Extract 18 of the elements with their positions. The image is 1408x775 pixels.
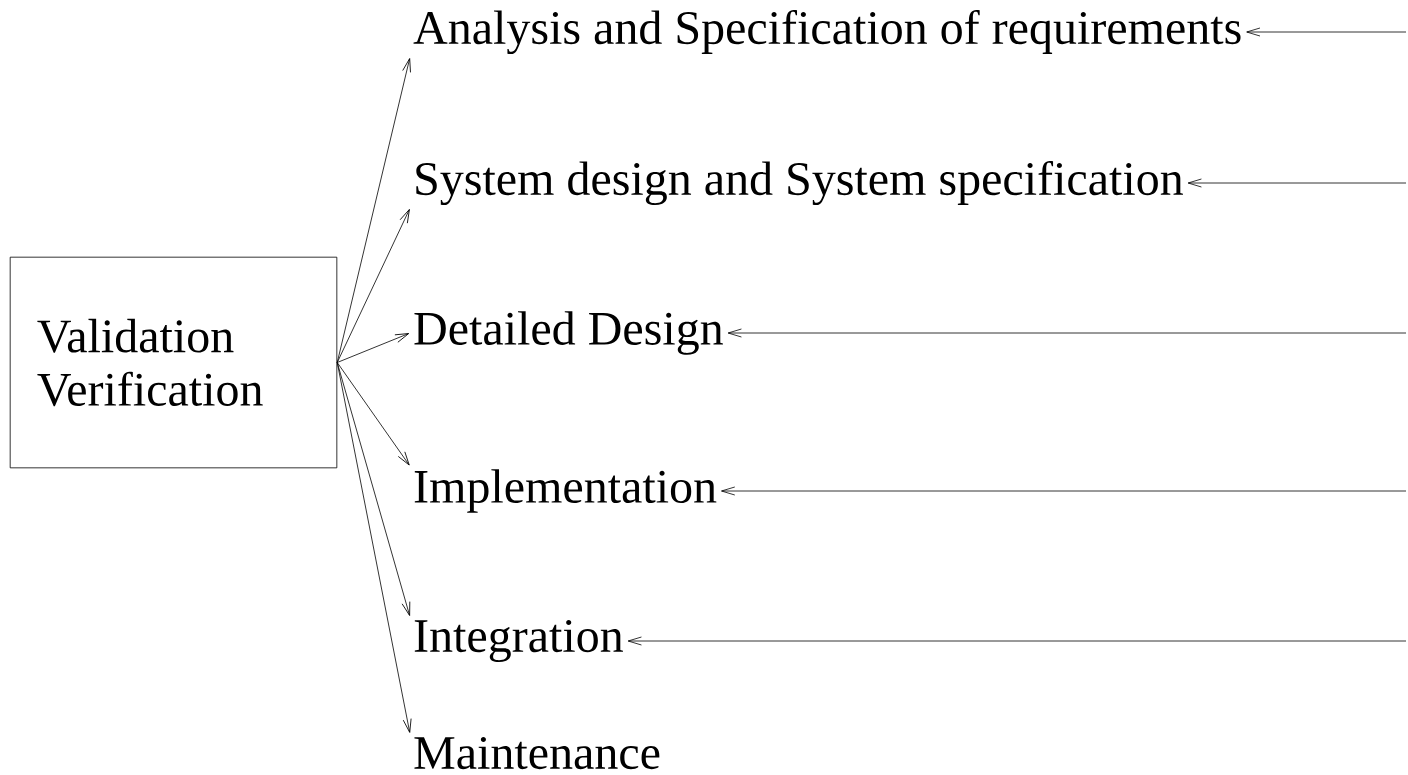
arrow [336, 333, 410, 363]
arrow [336, 209, 410, 363]
arrow [336, 362, 411, 616]
stage-label: System design and System specification [416, 160, 1183, 206]
arrow [1187, 178, 1407, 188]
arrow [336, 362, 412, 733]
arrow [1246, 27, 1407, 37]
arrow [727, 328, 1407, 338]
stage-label: Implementation [414, 469, 717, 513]
stage-label: Analysis and Specification of requirements [413, 9, 1241, 55]
stage-label: Integration [414, 619, 623, 663]
arrow [336, 58, 411, 363]
stage-label: Maintenance [414, 736, 660, 770]
arrow [336, 362, 410, 466]
arrow [721, 486, 1407, 496]
process-box: Validation Verification [9, 256, 338, 469]
stage-label: Detailed Design [414, 311, 723, 355]
arrow [627, 636, 1407, 646]
